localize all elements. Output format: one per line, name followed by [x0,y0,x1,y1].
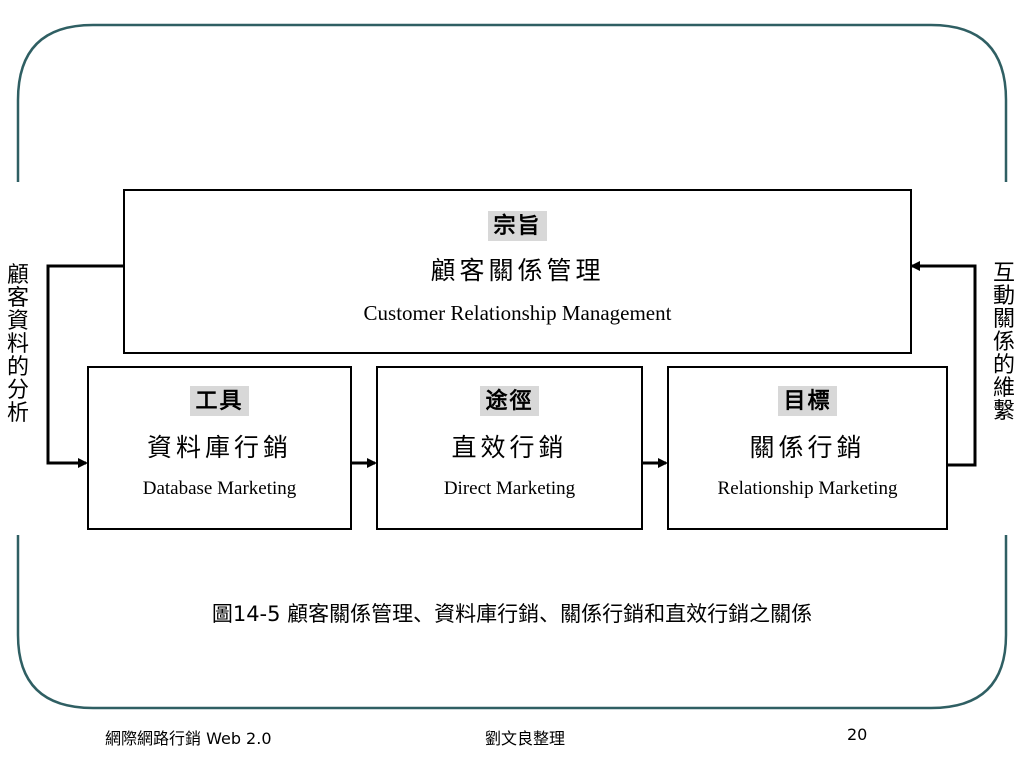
relationship-subtitle: Relationship Marketing [717,478,898,499]
purpose-subtitle: Customer Relationship Management [363,301,672,325]
direct-badge: 途徑 [480,386,539,416]
slide-frame-top [16,23,1008,182]
right-feedback-arrow [910,261,977,467]
slide-frame-bottom [16,535,1008,710]
direct-marketing-box: 途徑 直效行銷 Direct Marketing [376,366,643,530]
database-badge: 工具 [190,386,249,416]
relationship-badge: 目標 [778,386,837,416]
purpose-box: 宗旨 顧客關係管理 Customer Relationship Manageme… [123,189,912,354]
figure-caption: 圖14-5 顧客關係管理、資料庫行銷、關係行銷和直效行銷之關係 [211,602,813,626]
page-number: 20 [847,725,868,744]
relationship-title: 關係行銷 [749,433,866,462]
footer-center: 劉文良整理 [485,729,566,748]
purpose-title: 顧客關係管理 [430,256,605,285]
database-title: 資料庫行銷 [146,433,292,462]
database-marketing-box: 工具 資料庫行銷 Database Marketing [87,366,352,530]
direct-subtitle: Direct Marketing [443,478,576,499]
purpose-badge: 宗旨 [488,211,547,241]
right-side-label: 互動關係的維繫 [992,261,1015,424]
direct-title: 直效行銷 [451,433,568,462]
left-side-label: 顧客資料的分析 [6,263,29,426]
footer-left: 網際網路行銷 Web 2.0 [105,729,272,748]
relationship-marketing-box: 目標 關係行銷 Relationship Marketing [667,366,948,530]
left-feedback-arrow [46,264,123,468]
database-subtitle: Database Marketing [142,478,297,499]
